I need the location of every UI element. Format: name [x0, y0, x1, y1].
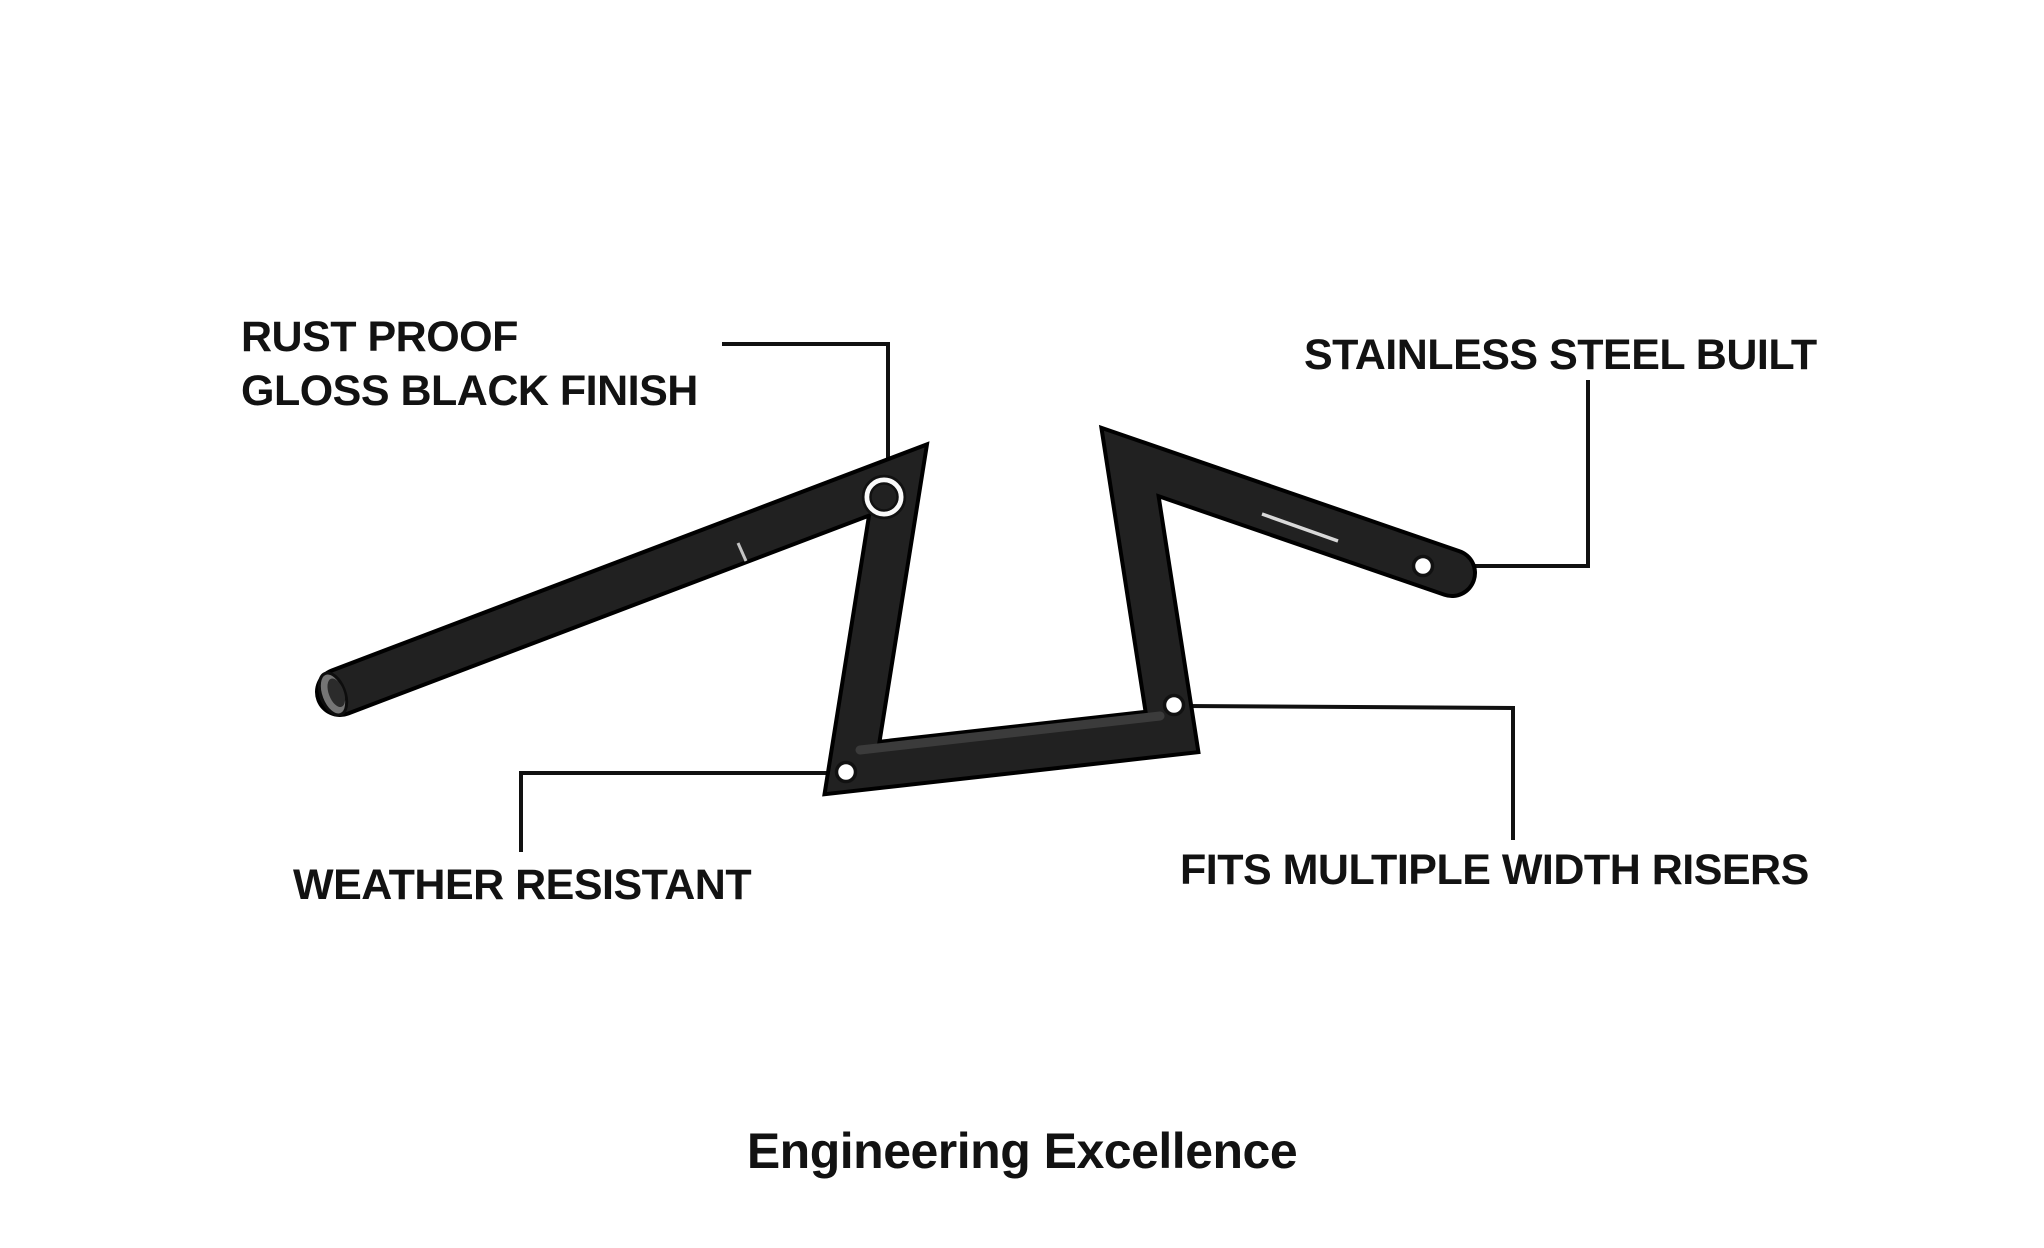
callout-label-line: FITS MULTIPLE WIDTH RISERS — [1180, 846, 1809, 894]
leader-line-finish — [722, 342, 890, 479]
callout-label-finish: RUST PROOF GLOSS BLACK FINISH — [241, 310, 698, 418]
callout-label-line: WEATHER RESISTANT — [293, 861, 752, 909]
tube-end-cap — [317, 671, 349, 717]
grip-slit-right — [1261, 512, 1339, 543]
marker-risers — [1162, 693, 1186, 717]
callout-label-material: STAINLESS STEEL BUILT — [1304, 328, 1817, 382]
leader-line-risers — [1184, 704, 1515, 840]
callout-label-line: RUST PROOF — [241, 313, 518, 361]
callout-label-risers: FITS MULTIPLE WIDTH RISERS — [1180, 843, 1809, 897]
marker-finish — [861, 474, 907, 520]
leader-line-material — [1434, 380, 1590, 568]
grip-notch-left — [736, 542, 748, 562]
handlebar-body — [319, 430, 1473, 792]
callout-label-line: GLOSS BLACK FINISH — [241, 367, 698, 415]
callout-label-line: STAINLESS STEEL BUILT — [1304, 331, 1817, 379]
marker-material — [1411, 554, 1435, 578]
handlebar-bevel-highlight — [855, 711, 1165, 755]
marker-weather — [834, 760, 858, 784]
footer-title: Engineering Excellence — [746, 1123, 1298, 1179]
callout-label-weather: WEATHER RESISTANT — [293, 858, 752, 912]
leader-line-weather — [519, 771, 835, 852]
